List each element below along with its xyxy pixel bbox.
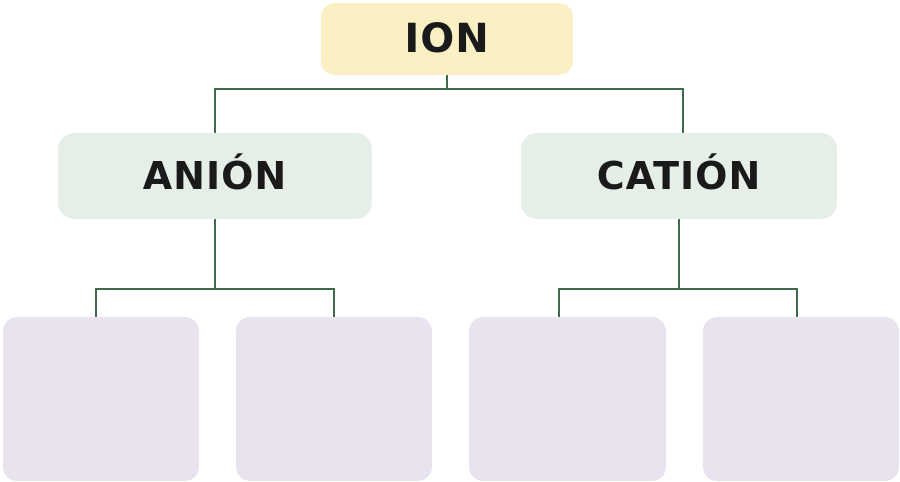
branch-node-label-anion: ANIÓN: [142, 154, 288, 198]
root-node-ion: ION: [321, 3, 573, 75]
leaf-box-cation-1: [469, 317, 666, 481]
leaf-box-anion-2: [236, 317, 432, 481]
branch-node-cation: CATIÓN: [521, 133, 837, 219]
root-node-label: ION: [404, 16, 490, 62]
branch-node-label-cation: CATIÓN: [596, 154, 762, 198]
leaf-box-cation-2: [703, 317, 899, 481]
leaf-box-anion-1: [3, 317, 199, 481]
branch-node-anion: ANIÓN: [58, 133, 372, 219]
